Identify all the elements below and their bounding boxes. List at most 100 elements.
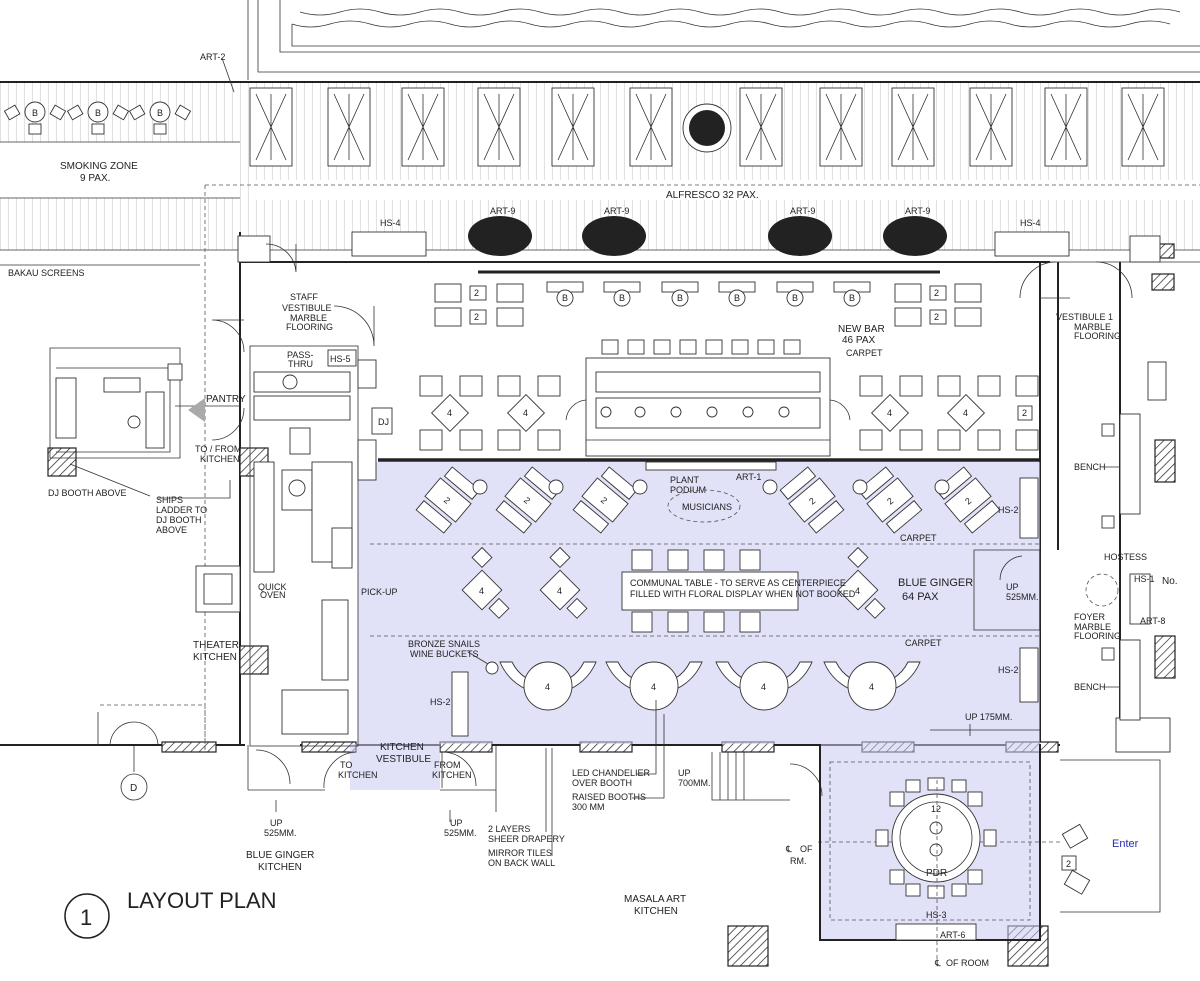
four-top-row: 4 4 4 (461, 546, 886, 619)
svg-text:THRU: THRU (288, 359, 313, 369)
svg-text:2: 2 (522, 495, 532, 506)
kitchen-vestibule-label: KITCHEN (380, 742, 424, 753)
of-rm-label: OF (800, 844, 813, 854)
up-label-2: UP (270, 818, 283, 828)
svg-text:2: 2 (963, 496, 973, 507)
door-number-label: No. (1162, 576, 1178, 587)
dj-label: DJ (378, 417, 389, 427)
svg-text:KITCHEN: KITCHEN (258, 862, 302, 873)
led-chandelier-label: LED CHANDELIER (572, 768, 651, 778)
hs-1-tag: HS-1 (1134, 574, 1155, 584)
svg-text:B: B (792, 293, 798, 303)
up-label-4: UP (678, 768, 691, 778)
svg-text:FLOORING: FLOORING (1074, 331, 1121, 341)
blue-ginger-label: BLUE GINGER (898, 577, 973, 589)
art-6-tag: ART-6 (940, 930, 965, 940)
alfresco-unit (969, 87, 1013, 167)
svg-text:VESTIBULE: VESTIBULE (376, 754, 431, 765)
up-700-label: 700MM. (678, 778, 711, 788)
alfresco-label: ALFRESCO 32 PAX. (666, 190, 759, 201)
bench-label: BENCH (1074, 462, 1106, 472)
foyer-label: FOYER (1074, 612, 1106, 622)
svg-text:4: 4 (523, 408, 528, 418)
bench-label-2: BENCH (1074, 682, 1106, 692)
svg-text:KITCHEN: KITCHEN (200, 454, 240, 464)
svg-text:FILLED WITH FLORAL DISPLAY WHE: FILLED WITH FLORAL DISPLAY WHEN NOT BOOK… (630, 589, 856, 599)
up-525-label: 525MM. (1006, 592, 1039, 602)
bar-stool-row: 2 2 2 2 (434, 283, 982, 327)
marble-flooring-label: MARBLE (290, 313, 327, 323)
svg-text:4: 4 (447, 408, 452, 418)
svg-text:4: 4 (651, 682, 656, 692)
svg-text:SHEER DRAPERY: SHEER DRAPERY (488, 834, 565, 844)
up-525-label-2: 525MM. (264, 828, 297, 838)
smoking-table-2: B (66, 101, 130, 135)
centerline-symbol-2: ℄ (934, 958, 941, 968)
ships-ladder-label: SHIPS (156, 495, 183, 505)
up-label: UP (1006, 582, 1019, 592)
drawing-title: 1 LAYOUT PLAN (64, 888, 277, 939)
alfresco-unit (1121, 87, 1165, 167)
svg-text:PODIUM: PODIUM (670, 485, 706, 495)
quick-oven-label: QUICK (258, 582, 287, 592)
smoking-table-3: B (128, 101, 192, 135)
svg-text:2: 2 (934, 288, 939, 298)
svg-text:OVEN: OVEN (260, 590, 286, 600)
marble-flooring-label-2: MARBLE (1074, 322, 1111, 332)
svg-text:4: 4 (887, 408, 892, 418)
planters: HS-4 ART-9 ART-9 ART-9 ART-9 HS-4 (351, 206, 1070, 274)
alfresco-unit (477, 87, 521, 167)
up-525-label-3: 525MM. (444, 828, 477, 838)
carpet-label-3: CARPET (905, 638, 942, 648)
art-8-tag: ART-8 (1140, 616, 1165, 626)
pass-thru-label: PASS- (287, 350, 313, 360)
table-label: B (32, 108, 38, 118)
blue-ginger-dining: 2 2 2 2 2 2 PLANT PODIUM ART-1 MUSICIANS… (370, 466, 1041, 737)
bar-high-tables: B B B B B B (546, 281, 871, 307)
hostess-label: HOSTESS (1104, 552, 1147, 562)
hs-2-tag: HS-2 (998, 505, 1019, 515)
pdr-seat-count: 12 (931, 804, 941, 814)
art-1-tag: ART-1 (736, 472, 761, 482)
dj-booth-above-label: DJ BOOTH ABOVE (48, 488, 127, 498)
hs-4-tag: HS-4 (380, 218, 401, 228)
enter-label: Enter (1112, 838, 1139, 850)
svg-text:2: 2 (442, 495, 452, 506)
svg-text:4: 4 (855, 586, 860, 596)
svg-text:B: B (734, 293, 740, 303)
svg-text:2: 2 (885, 496, 895, 507)
wine-buckets-label: WINE BUCKETS (410, 649, 479, 659)
svg-text:4: 4 (869, 682, 874, 692)
lower-area: KITCHEN VESTIBULE TO KITCHEN FROM KITCHE… (246, 700, 1060, 917)
svg-text:KITCHEN: KITCHEN (634, 906, 678, 917)
drawing-title-text: LAYOUT PLAN (127, 888, 277, 913)
pantry-area: PANTRY TO / FROM KITCHEN DJ BOOTH ABOVE … (0, 185, 246, 801)
svg-text:4: 4 (761, 682, 766, 692)
communal-table-note: COMMUNAL TABLE - TO SERVE AS CENTERPIECE (630, 578, 846, 588)
smoking-zone-pax: 9 PAX. (80, 173, 110, 184)
table-label: B (95, 108, 101, 118)
art-9-tag: ART-9 (790, 206, 815, 216)
smoking-zone-seating: B B B SMOKING ZONE 9 PAX. ART-2 (3, 52, 235, 184)
alfresco-unit (551, 87, 595, 167)
alfresco-unit (891, 87, 935, 167)
svg-text:LADDER TO: LADDER TO (156, 505, 207, 515)
up-label-3: UP (450, 818, 463, 828)
bronze-snails-label: BRONZE SNAILS (408, 639, 480, 649)
of-room-label: OF ROOM (946, 958, 989, 968)
garden-edge (247, 0, 1200, 80)
marble-flooring-label-3: MARBLE (1074, 622, 1111, 632)
alfresco-unit (249, 87, 293, 167)
pick-up-label: PICK-UP (361, 587, 398, 597)
musicians-label: MUSICIANS (682, 502, 732, 512)
svg-text:B: B (562, 293, 568, 303)
bar-counter (565, 339, 851, 471)
svg-text:2: 2 (1022, 408, 1027, 418)
svg-text:B: B (849, 293, 855, 303)
svg-text:B: B (677, 293, 683, 303)
to-kitchen-label: TO (340, 760, 352, 770)
theater-kitchen-label: THEATER (193, 640, 239, 651)
centerline-symbol: ℄ (785, 844, 792, 854)
pantry-label: PANTRY (206, 394, 246, 405)
